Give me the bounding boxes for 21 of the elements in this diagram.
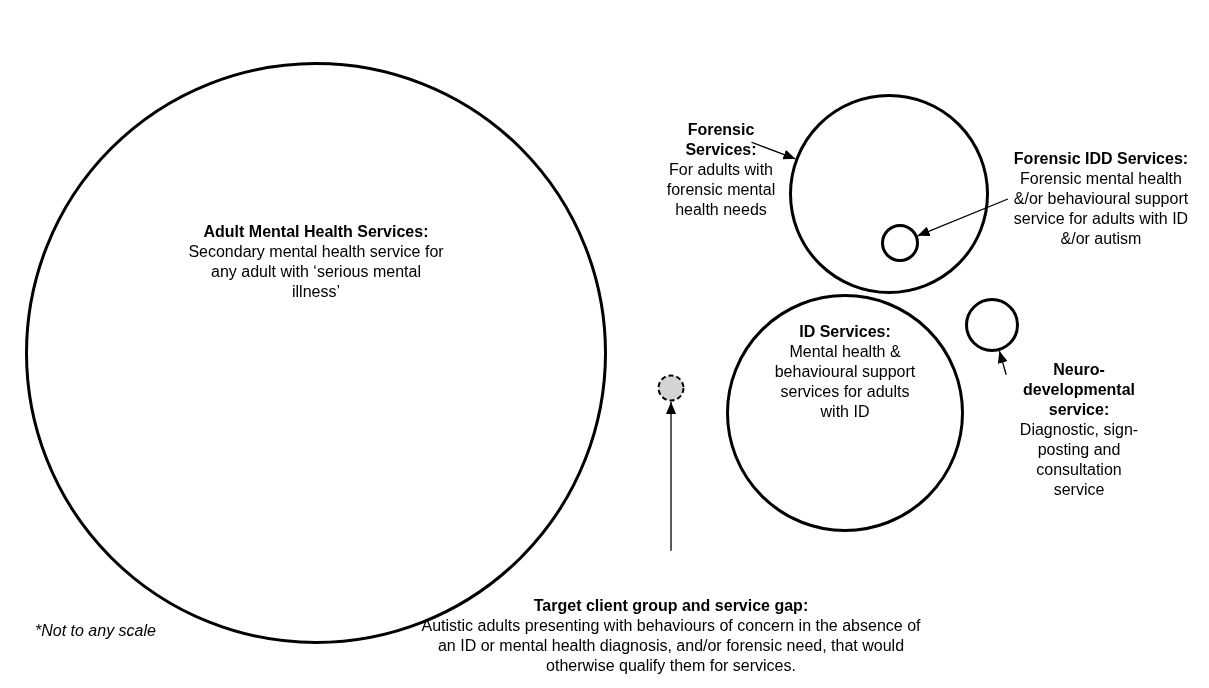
service-circle	[789, 94, 989, 294]
service-heading: Forensic Services:	[684, 120, 758, 160]
service-heading: Target client group and service gap:	[533, 596, 809, 616]
service-heading: ID Services:	[799, 322, 891, 342]
service-description: Autistic adults presenting with behaviours of concern in the absence of an ID or mental health diagnosis, and/or forensic need, that would otherwise qualify them for services.	[421, 616, 921, 676]
arrow	[916, 198, 1009, 237]
service-description: Forensic mental health &/or behavioural support service for adults with ID &/or autism	[1012, 169, 1190, 249]
service-description: Secondary mental health service for any adult with ‘serious mental illness’	[187, 242, 445, 302]
service-description: Mental health & behavioural support services for adults with ID	[773, 342, 917, 422]
service-description: Diagnostic, sign-posting and consultation service	[1018, 420, 1140, 500]
arrow	[750, 141, 797, 160]
service-description: For adults with forensic mental health needs	[665, 160, 777, 220]
service-circle	[726, 294, 964, 532]
service-circle	[965, 298, 1019, 352]
service-heading: Neuro-developmental service:	[1022, 360, 1136, 420]
service-gap-circle	[657, 374, 685, 402]
service-heading: Forensic IDD Services:	[1013, 149, 1189, 169]
service-heading: Adult Mental Health Services:	[203, 222, 429, 242]
arrow	[997, 350, 1008, 376]
note: *Not to any scale	[35, 622, 156, 640]
arrow	[666, 401, 676, 552]
